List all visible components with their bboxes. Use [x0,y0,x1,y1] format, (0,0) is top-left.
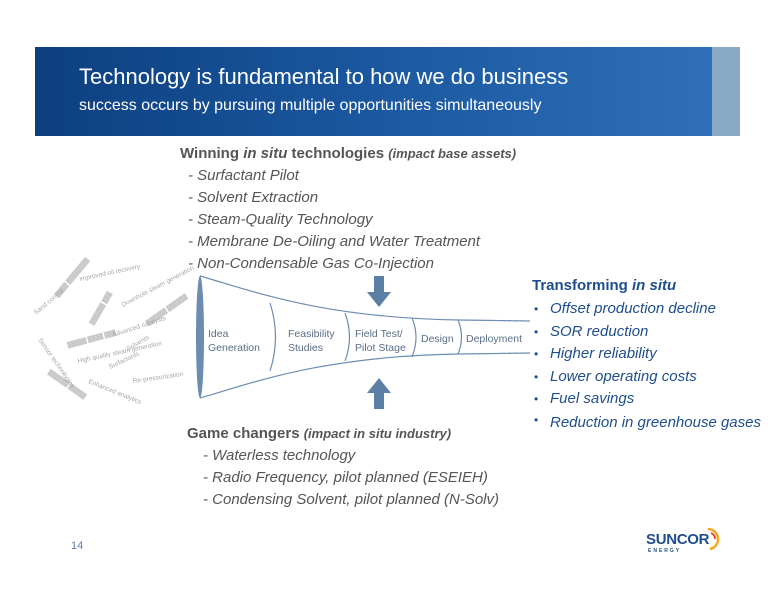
winning-item: - Membrane De-Oiling and Water Treatment [188,233,481,250]
slide-subtitle: success occurs by pursuing multiple oppo… [79,97,542,114]
winning-item: - Non-Condensable Gas Co-Injection [188,255,434,272]
logo-wordmark: SUNCOR [646,531,710,548]
header-side-tab [712,47,740,136]
benefit-item: Offset production decline [532,298,762,321]
funnel-stage-field-test: Field Test/Pilot Stage [355,328,406,354]
game-changer-item: - Radio Frequency, pilot planned (ESEIEH… [203,469,488,486]
transforming-heading: Transforming in situ [532,277,677,294]
benefit-item: Higher reliability [532,343,762,366]
funnel-stage-deployment: Deployment [466,333,523,345]
winning-item: - Steam-Quality Technology [188,211,373,228]
winning-heading: Winning in situ technologies (impact bas… [180,145,517,162]
benefit-item: Reduction in greenhouse gases [532,411,762,432]
winning-item: - Solvent Extraction [188,189,319,206]
logo-subtext: ENERGY [648,548,682,554]
funnel-stage-design: Design [421,333,454,345]
game-changer-item: - Waterless technology [203,447,356,464]
idea-word-cloud: improved oil recovery Downhole steam gen… [33,257,196,407]
arrow-down-icon [367,276,391,307]
game-changer-item: - Condensing Solvent, pilot planned (N-S… [203,491,499,508]
slide-title: Technology is fundamental to how we do b… [79,64,569,89]
game-changers-heading: Game changers (impact in situ industry) [187,425,452,442]
benefit-item: Lower operating costs [532,366,762,389]
transforming-benefits-list: Offset production decline SOR reduction … [532,298,762,432]
winning-item: - Surfactant Pilot [188,167,299,184]
header-banner [35,47,712,136]
page-number: 14 [71,540,84,552]
suncor-logo: SUNCOR ENERGY [646,527,720,554]
benefit-item: SOR reduction [532,321,762,344]
benefit-item: Fuel savings [532,388,762,411]
sun-icon [707,527,720,551]
arrow-up-icon [367,378,391,409]
